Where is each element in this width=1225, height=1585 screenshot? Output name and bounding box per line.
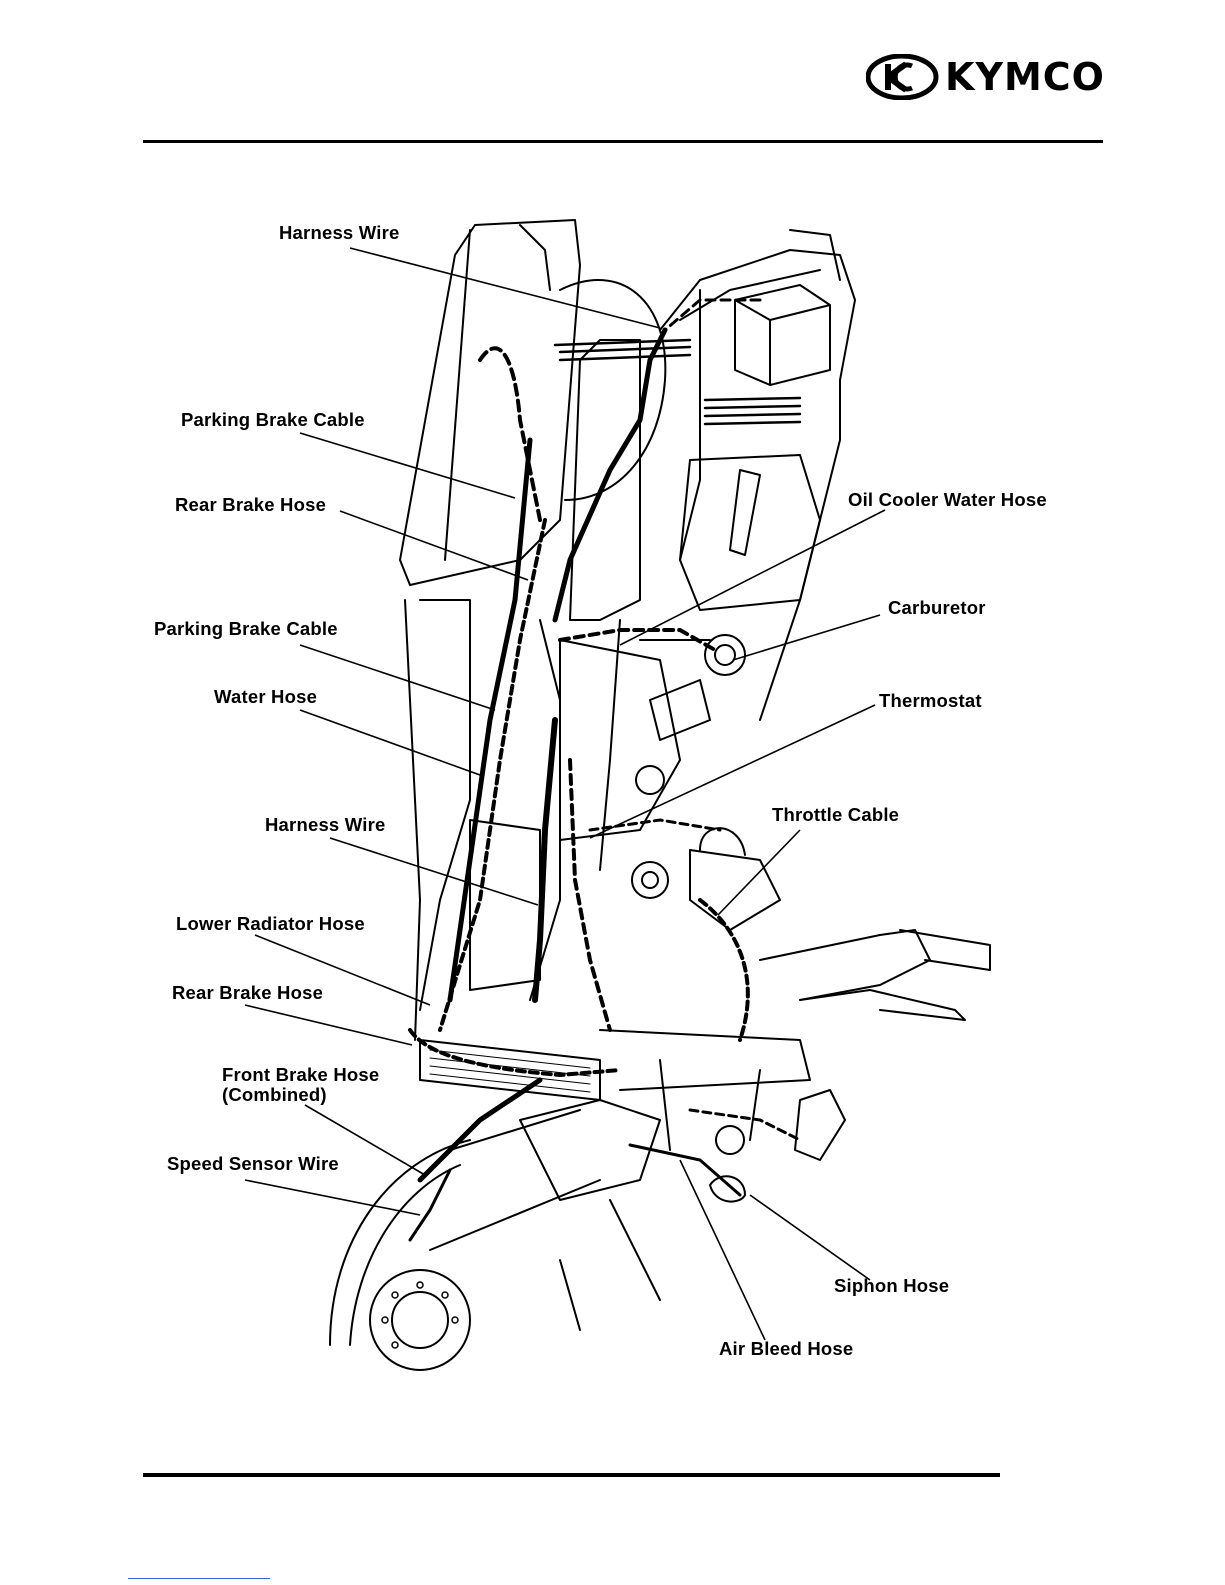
label-speed-sensor-wire: Speed Sensor Wire [167, 1154, 339, 1174]
label-thermostat: Thermostat [879, 691, 982, 711]
label-water-hose: Water Hose [214, 687, 317, 707]
label-harness-wire-mid: Harness Wire [265, 815, 385, 835]
label-rear-brake-hose-lower: Rear Brake Hose [172, 983, 323, 1003]
label-parking-brake-cable-lower: Parking Brake Cable [154, 619, 338, 639]
label-carburetor: Carburetor [888, 598, 986, 618]
label-siphon-hose: Siphon Hose [834, 1276, 949, 1296]
label-lower-radiator-hose: Lower Radiator Hose [176, 914, 365, 934]
label-parking-brake-cable-upper: Parking Brake Cable [181, 410, 365, 430]
label-oil-cooler-water-hose: Oil Cooler Water Hose [848, 490, 1047, 510]
label-air-bleed-hose: Air Bleed Hose [719, 1339, 853, 1359]
label-rear-brake-hose-upper: Rear Brake Hose [175, 495, 326, 515]
label-front-brake-hose-combined: (Combined) [222, 1085, 327, 1105]
footer-link-underline [128, 1578, 270, 1579]
label-harness-wire-top: Harness Wire [279, 223, 399, 243]
label-throttle-cable: Throttle Cable [772, 805, 899, 825]
label-front-brake-hose: Front Brake Hose [222, 1065, 379, 1085]
footer-rule [143, 1473, 1000, 1477]
